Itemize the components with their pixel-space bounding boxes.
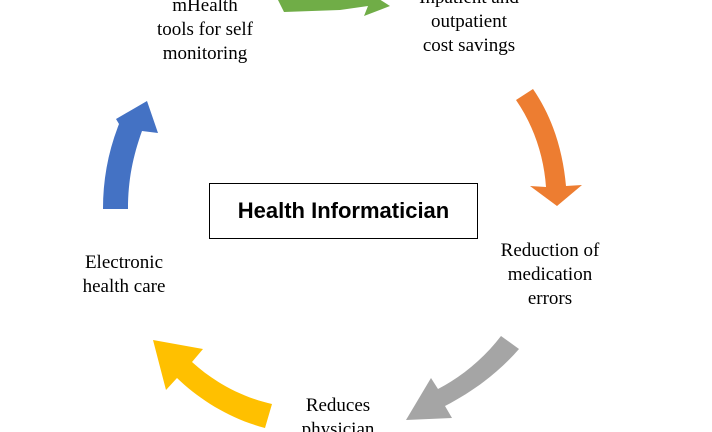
arrow-green — [278, 0, 390, 16]
node-label-medication-errors: Reduction of medication errors — [500, 240, 600, 309]
center-box: Health Informatician — [209, 183, 478, 239]
node-label-reduces-physician: Reduces physician — [301, 395, 375, 432]
center-title: Health Informatician — [237, 198, 450, 223]
arrow-gray — [406, 336, 519, 420]
arrow-yellow — [153, 340, 272, 428]
node-label-cost-savings: Inpatient and outpatient cost savings — [419, 0, 519, 56]
node-label-electronic-health-care: Electronic health care — [82, 252, 166, 297]
arrow-blue — [103, 101, 158, 209]
arrow-orange — [516, 89, 582, 206]
node-label-mhealth: mHealth tools for self monitoring — [156, 0, 254, 64]
